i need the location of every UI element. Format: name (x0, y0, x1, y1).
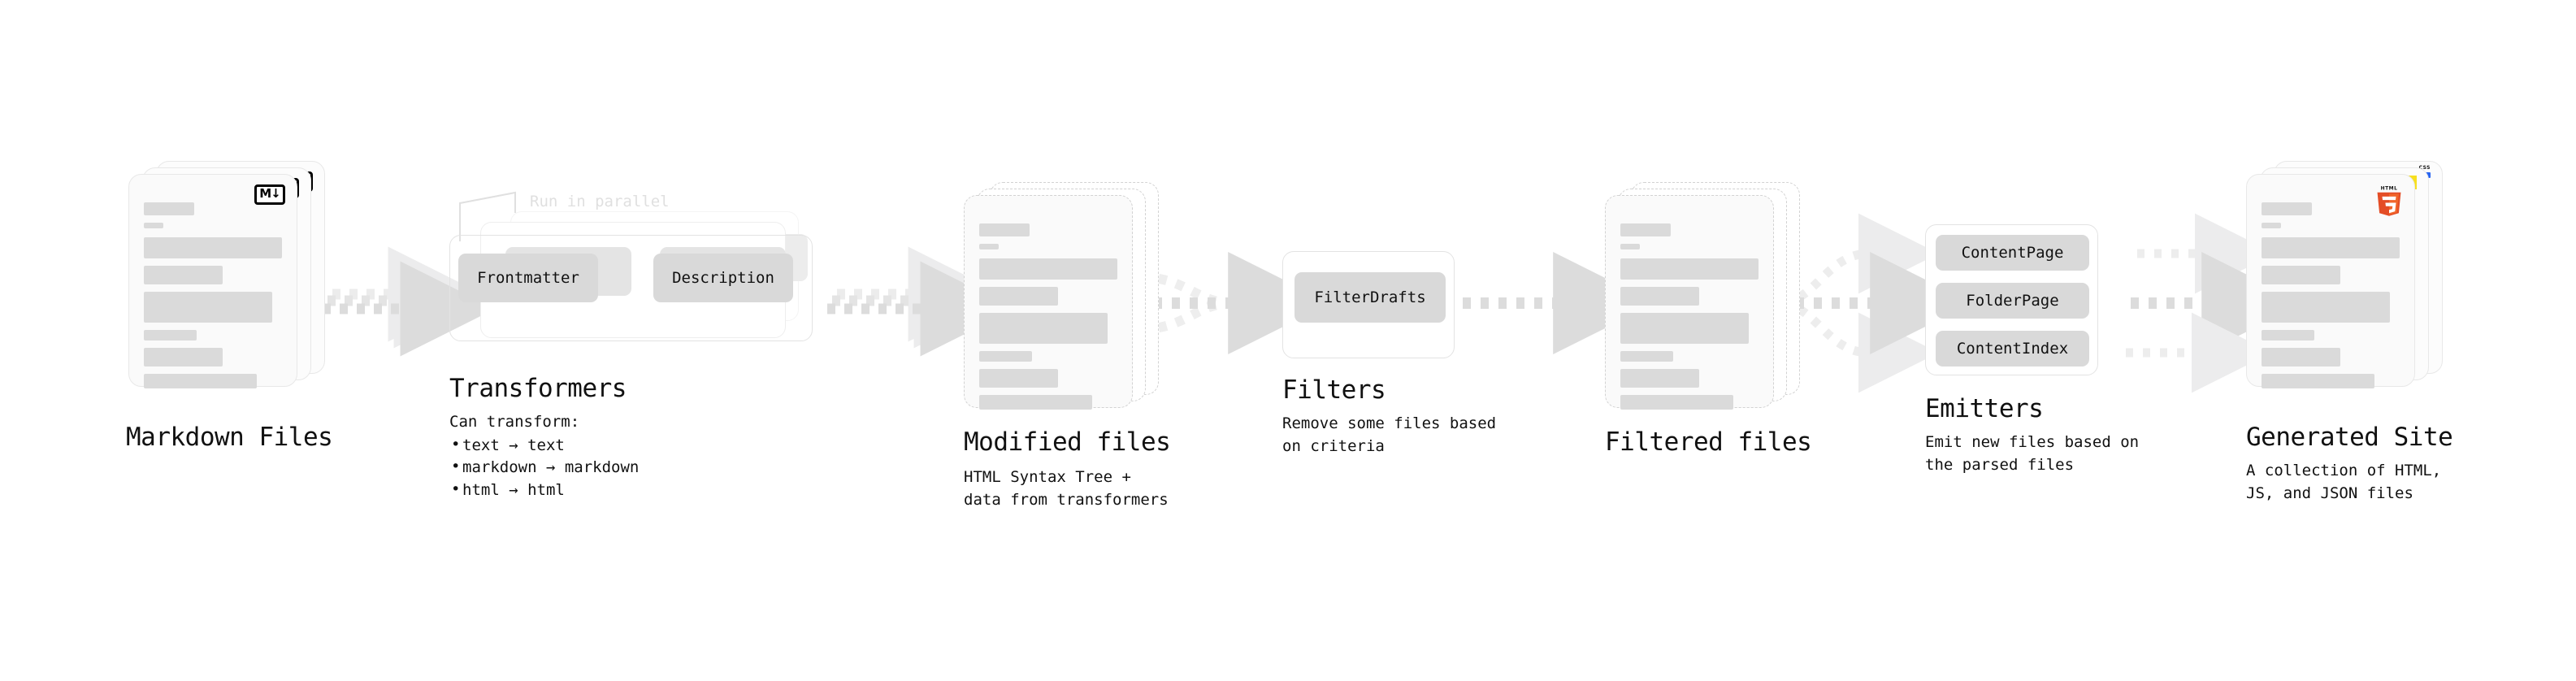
transformers-caption: Can transform: text → text markdown → ma… (449, 411, 639, 501)
css-badge-text: CSS (2418, 165, 2431, 171)
skeleton-bars (144, 202, 282, 388)
skeleton-bar (2262, 223, 2281, 228)
filtered-card-front (1605, 195, 1774, 410)
skeleton-bar (144, 202, 194, 215)
connector-emitters-to-site (2126, 213, 2305, 393)
filters-heading: Filters (1282, 375, 1386, 405)
skeleton-bar (979, 395, 1093, 410)
skeleton-bar (144, 374, 258, 388)
skeleton-bar (1620, 287, 1699, 306)
html5-icon: HTML (2375, 184, 2403, 217)
run-in-parallel-label: Run in parallel (530, 193, 670, 210)
skeleton-bar (2262, 266, 2340, 284)
emitter-pill-label: FolderPage (1966, 292, 2059, 310)
emitter-pill-label: ContentPage (1961, 244, 2064, 262)
emitter-pill-label: ContentIndex (1956, 340, 2069, 358)
skeleton-bar (1620, 223, 1671, 236)
skeleton-bar (2262, 202, 2312, 215)
filter-pill-filterdrafts[interactable]: FilterDrafts (1295, 272, 1446, 323)
skeleton-bar (1620, 258, 1759, 280)
markdown-badge-icon: M↓ (254, 184, 285, 205)
generated-site-heading: Generated Site (2246, 423, 2453, 452)
skeleton-bar (1620, 313, 1750, 344)
skeleton-bar (1620, 244, 1640, 249)
skeleton-bar (979, 369, 1058, 388)
list-item: html → html (449, 479, 639, 502)
transformer-pill-label: Frontmatter (477, 269, 579, 287)
skeleton-bar (144, 330, 197, 340)
emitter-pill-folderpage[interactable]: FolderPage (1936, 283, 2089, 319)
skeleton-bar (144, 348, 223, 367)
emitter-pill-contentpage[interactable]: ContentPage (1936, 235, 2089, 271)
skeleton-bar (144, 223, 163, 228)
skeleton-bars (979, 223, 1117, 410)
skeleton-bar (2262, 237, 2400, 258)
skeleton-bar (2262, 330, 2314, 340)
skeleton-bar (979, 287, 1058, 306)
skeleton-bar (979, 223, 1030, 236)
skeleton-bar (979, 351, 1032, 362)
site-card-front-html: HTML (2246, 174, 2415, 388)
transformers-caption-intro: Can transform: (449, 413, 580, 431)
skeleton-bar (979, 313, 1108, 344)
skeleton-bar (1620, 351, 1673, 362)
skeleton-bar (1620, 369, 1699, 388)
skeleton-bar (2262, 348, 2340, 367)
generated-site-caption: A collection of HTML, JS, and JSON files (2246, 462, 2442, 502)
transformers-capability-list: text → text markdown → markdown html → h… (449, 434, 639, 502)
skeleton-bar (1620, 395, 1734, 410)
modified-card-front (964, 195, 1133, 410)
emitters-caption: Emit new files based on the parsed files (1925, 433, 2140, 474)
skeleton-bar (144, 292, 273, 323)
modified-files-heading: Modified files (964, 427, 1171, 457)
transformer-pill-label: Description (672, 269, 774, 287)
markdown-files-heading: Markdown Files (126, 423, 333, 452)
skeleton-bar (2262, 374, 2375, 388)
emitters-heading: Emitters (1925, 394, 2044, 423)
filters-box: FilterDrafts (1282, 251, 1455, 358)
connector-transformers-to-modified (827, 246, 1016, 357)
skeleton-bar (144, 237, 282, 258)
transformers-box: Frontmatter Description (449, 235, 813, 341)
skeleton-bar (144, 266, 223, 284)
filtered-files-heading: Filtered files (1605, 427, 1812, 457)
emitters-box: ContentPage FolderPage ContentIndex (1925, 224, 2098, 375)
markdown-card-front: M↓ (128, 174, 297, 388)
skeleton-bar (979, 258, 1117, 280)
transformer-pill-description[interactable]: Description (653, 254, 793, 302)
emitter-pill-contentindex[interactable]: ContentIndex (1936, 331, 2089, 367)
transformer-pill-frontmatter[interactable]: Frontmatter (458, 254, 598, 302)
transformers-heading: Transformers (449, 374, 627, 403)
filter-pill-label: FilterDrafts (1314, 288, 1426, 306)
svg-text:HTML: HTML (2381, 185, 2398, 191)
skeleton-bars (1620, 223, 1759, 410)
skeleton-bars (2262, 202, 2400, 388)
list-item: text → text (449, 434, 639, 458)
skeleton-bar (2262, 292, 2391, 323)
skeleton-bar (979, 244, 999, 249)
modified-files-caption: HTML Syntax Tree + data from transformer… (964, 468, 1169, 509)
list-item: markdown → markdown (449, 456, 639, 479)
filters-caption: Remove some files based on criteria (1282, 414, 1497, 455)
